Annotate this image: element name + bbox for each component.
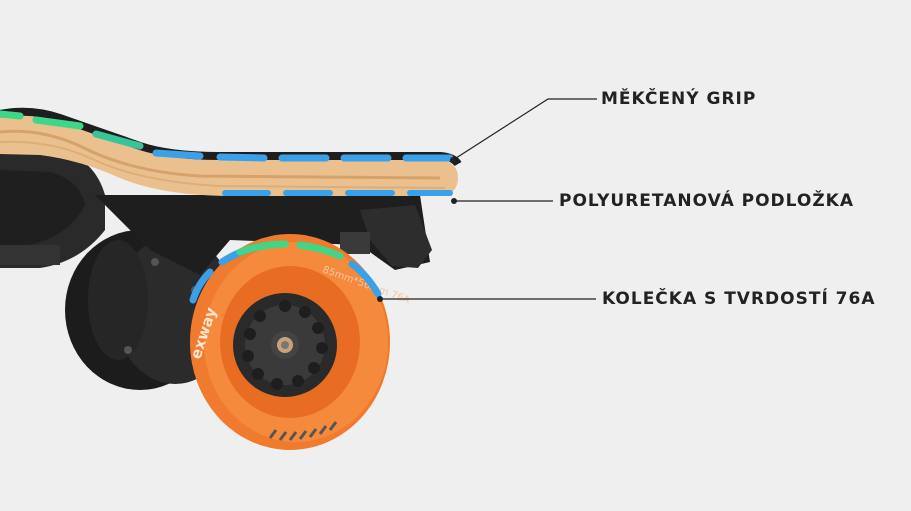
callout-label-wheels: KOLEČKA S TVRDOSTÍ 76A <box>602 289 876 309</box>
callout-label-pad: POLYURETANOVÁ PODLOŽKA <box>559 191 855 211</box>
callout-lines <box>380 98 597 300</box>
truck <box>95 195 432 275</box>
callout-label-grip: MĚKČENÝ GRIP <box>601 89 757 109</box>
wheel: exway 85mm*56mm 76A <box>187 234 411 450</box>
callout-dots <box>377 157 457 302</box>
motor-assembly <box>0 150 235 390</box>
callout-line-grip <box>452 98 597 161</box>
grip-highlight <box>0 110 454 162</box>
